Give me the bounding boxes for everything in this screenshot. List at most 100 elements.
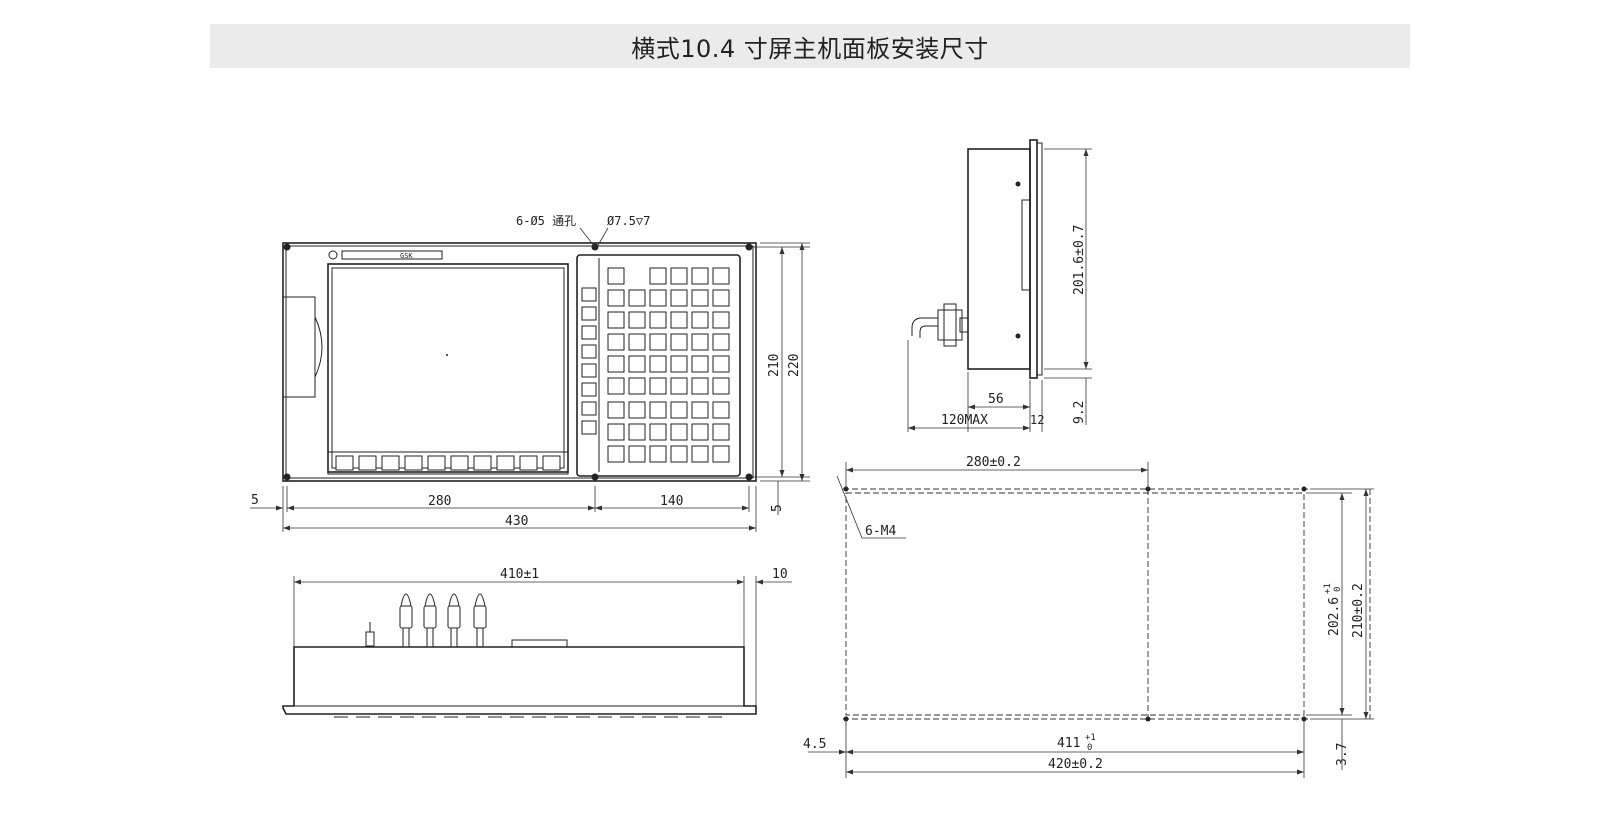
- softkey: [335, 455, 354, 471]
- page-title: 横式10.4 寸屏主机面板安装尺寸: [631, 34, 989, 63]
- cutout-dim-inner-height-main: 202.6: [1327, 597, 1342, 636]
- side-cable-lower: [919, 325, 938, 338]
- side-dim-bottom-offset: 9.2: [1072, 401, 1087, 424]
- keypad-key: [670, 311, 688, 329]
- side-connector-plug: [959, 317, 969, 333]
- cutout-dim-hole-width: 420±0.2: [1048, 757, 1103, 772]
- front-dim-430: 430: [505, 514, 528, 529]
- cutout-dim-width-main: 411: [1057, 736, 1080, 751]
- keypad-key: [649, 333, 667, 351]
- logo-circle-icon: [328, 250, 338, 260]
- cutout-hole: [1301, 486, 1307, 492]
- keypad-key: [649, 445, 667, 463]
- side-latch: [1021, 199, 1031, 291]
- cutout-dim-width-tol-lower: 0: [1087, 743, 1092, 753]
- cutout-hole: [1145, 716, 1151, 722]
- front-screen-bezel: [327, 263, 569, 473]
- side-dim-plate-thickness: 12: [1030, 413, 1044, 427]
- keypad-key: [691, 311, 709, 329]
- keypad-key: [649, 377, 667, 395]
- cutout-mount-holes: [843, 486, 1307, 722]
- front-side-keys: [581, 287, 597, 435]
- softkey: [450, 455, 469, 471]
- keypad-key: [712, 333, 730, 351]
- softkey: [427, 455, 446, 471]
- keypad-key: [691, 267, 709, 285]
- keypad-key: [691, 423, 709, 441]
- front-dim-margin-bottom: 5: [770, 504, 785, 512]
- side-key: [581, 287, 597, 302]
- title-bar: 横式10.4 寸屏主机面板安装尺寸: [210, 24, 1410, 68]
- softkey: [381, 455, 400, 471]
- front-dim-margin-left: 5: [251, 493, 259, 508]
- cutout-outline: [845, 492, 1305, 716]
- mount-hole: [591, 473, 599, 481]
- thread-note: 6-M4: [865, 524, 896, 539]
- keypad-key: [607, 267, 625, 285]
- front-dim-280: 280: [428, 494, 451, 509]
- mount-hole: [283, 243, 291, 251]
- keypad-key: [670, 289, 688, 307]
- connector-plug-head: [473, 605, 487, 629]
- keypad-key: [649, 311, 667, 329]
- cutout-view: 6-M4 280±0.2 202.6 +1 0 210±0.2 3.7 4.5 …: [803, 455, 1374, 778]
- front-latch-curve: [314, 316, 323, 378]
- side-body: [967, 148, 1031, 370]
- keypad-key: [670, 423, 688, 441]
- connector-plug-head: [399, 605, 413, 629]
- keypad-key: [607, 311, 625, 329]
- counterbore-note: Ø7.5▽7: [607, 214, 650, 228]
- side-connector-body: [937, 309, 963, 341]
- keypad-key: [712, 311, 730, 329]
- cutout-dim-inner-height-tol-upper: +1: [1323, 583, 1333, 594]
- keypad-key: [712, 423, 730, 441]
- side-key: [581, 401, 597, 416]
- cutout-dim-bottom-offset: 3.7: [1335, 743, 1350, 766]
- side-connector: [911, 303, 969, 347]
- side-front-plate: [1029, 139, 1038, 379]
- front-side-latch: [282, 296, 316, 398]
- front-softkey-strip: [327, 451, 569, 475]
- connector-plug-head: [423, 605, 437, 629]
- side-dim-max-depth: 120MAX: [941, 413, 988, 428]
- connector-plug-cap: [474, 593, 486, 607]
- keypad-key: [628, 445, 646, 463]
- softkey: [496, 455, 515, 471]
- keypad-key: [628, 355, 646, 373]
- keypad-key: [649, 423, 667, 441]
- keypad-key: [607, 333, 625, 351]
- side-key: [581, 306, 597, 321]
- connector-plug-cap: [424, 593, 436, 607]
- softkey: [473, 455, 492, 471]
- bottom-connectors: [399, 593, 487, 647]
- keypad-key: [670, 355, 688, 373]
- softkey: [542, 455, 561, 471]
- keypad-key: [712, 267, 730, 285]
- screen-logo: GSK: [400, 252, 413, 260]
- cutout-dim-width: 411 +1 0: [1057, 733, 1096, 753]
- bottom-view: 410±1 10: [282, 567, 792, 718]
- keypad-key: [628, 401, 646, 419]
- bottom-bracket: [511, 639, 568, 648]
- keypad-key: [670, 333, 688, 351]
- cutout-dim-width-tol-upper: +1: [1085, 733, 1096, 743]
- bottom-small-connector: [365, 622, 375, 647]
- side-key-protrusion: [1036, 142, 1043, 376]
- logo-text-block: [341, 250, 443, 260]
- keypad-key: [628, 377, 646, 395]
- connector-plug-head: [447, 605, 461, 629]
- softkey: [519, 455, 538, 471]
- side-dim-height: 201.6±0.7: [1072, 225, 1087, 295]
- front-keypad-panel: [576, 254, 741, 477]
- bottom-small-connector-body: [365, 631, 375, 647]
- keypad-key: [712, 445, 730, 463]
- keypad-key: [607, 445, 625, 463]
- hole-note-leader: [579, 227, 596, 248]
- softkey: [404, 455, 423, 471]
- side-cable-upper: [911, 317, 938, 336]
- front-screen: [331, 267, 565, 469]
- side-dim-depth: 56: [988, 392, 1004, 407]
- bottom-dim-offset: 10: [772, 567, 788, 582]
- keypad-key: [691, 401, 709, 419]
- front-dim-140: 140: [660, 494, 683, 509]
